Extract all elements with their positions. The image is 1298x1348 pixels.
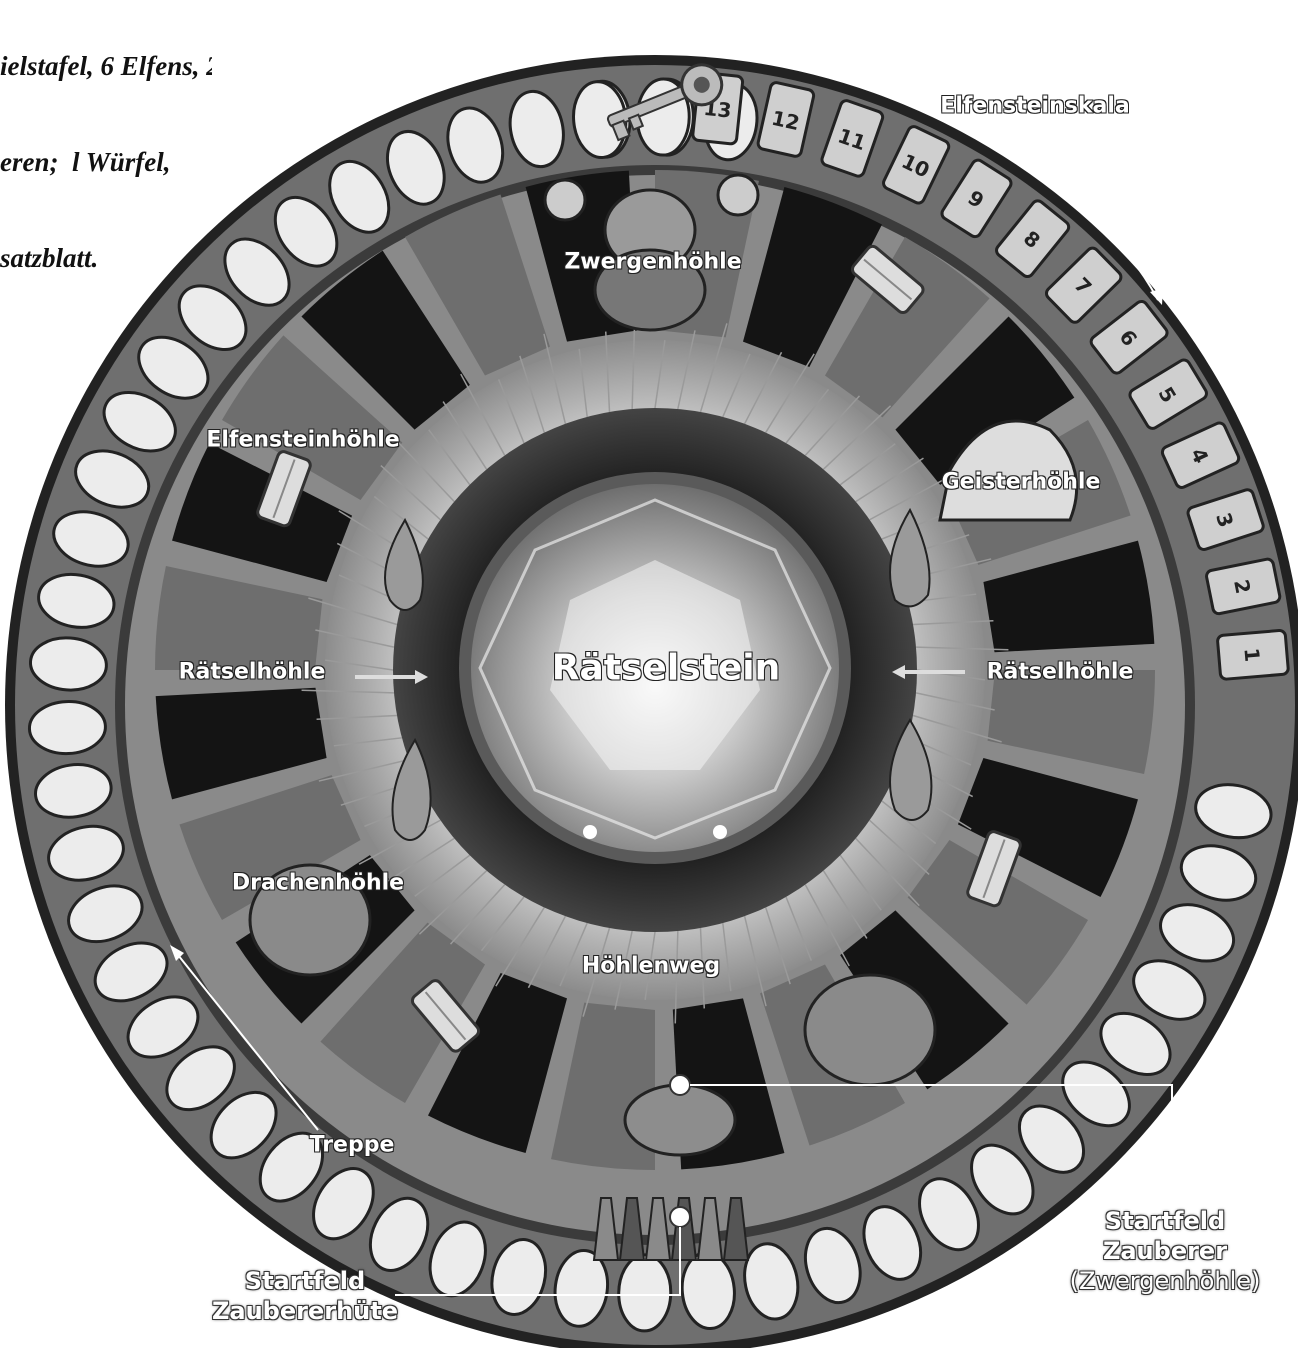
gem-sparkle: [583, 825, 597, 839]
start-hats-label: Startfeld Zaubererhüte: [175, 1266, 435, 1326]
start-wizard-label: Startfeld Zauberer (Zwergenhöhle): [1040, 1206, 1290, 1296]
start-wizard-line2: Zauberer: [1040, 1236, 1290, 1266]
elfstone-cave-label: Elfensteinhöhle: [206, 428, 399, 453]
start-hats-marker: [670, 1207, 690, 1227]
riddle-cave-right-label: Rätselhöhle: [987, 660, 1134, 685]
scale-label: Elfensteinskala: [940, 94, 1129, 119]
dwarf-cave-label: Zwergenhöhle: [564, 250, 741, 275]
start-hats-line1: Startfeld: [175, 1266, 435, 1296]
ghost-cave-label: Geisterhöhle: [942, 470, 1101, 495]
start-wizard-line3: (Zwergenhöhle): [1040, 1266, 1290, 1296]
center-label: Rätselstein: [552, 648, 780, 689]
stone-field: [28, 700, 106, 755]
start-hats-line2: Zaubererhüte: [175, 1296, 435, 1326]
header-mask: [212, 14, 395, 88]
scale-number: 1: [1239, 647, 1264, 663]
gem-sparkle: [713, 825, 727, 839]
dragon-cave-label: Drachenhöhle: [232, 871, 404, 896]
start-wizard-line1: Startfeld: [1040, 1206, 1290, 1236]
cave-path-label: Höhlenweg: [582, 954, 720, 979]
stairs-label: Treppe: [310, 1133, 395, 1158]
start-wizard-marker: [670, 1075, 690, 1095]
stone-field: [618, 1254, 671, 1331]
dragon-figure: [805, 975, 935, 1085]
scale-tile: 1: [1217, 630, 1288, 680]
riddle-cave-left-label: Rätselhöhle: [179, 660, 326, 685]
